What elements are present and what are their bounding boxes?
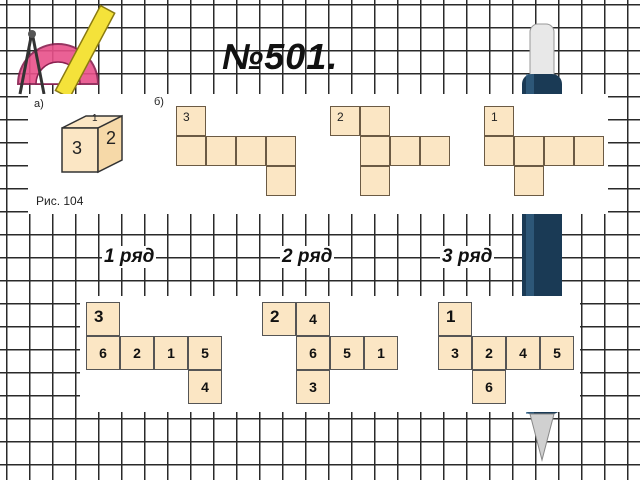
- ruler-icon: [54, 4, 116, 98]
- part-b-label: б): [154, 96, 164, 108]
- answer3-cell: 5: [540, 336, 574, 370]
- cube-right-number: 2: [106, 128, 117, 148]
- figure-caption: Рис. 104: [36, 194, 84, 208]
- cube-front-number: 3: [72, 138, 83, 158]
- net1-cell-marked: 3: [176, 106, 206, 136]
- net1-cell: [266, 136, 296, 166]
- net2-cell: [360, 106, 390, 136]
- cube-top-number: 1: [92, 113, 98, 124]
- net3-cell: [574, 136, 604, 166]
- answer1-cell: 6: [86, 336, 120, 370]
- answer1-cell-top: 3: [86, 302, 120, 336]
- answer3-cell: 3: [438, 336, 472, 370]
- net1-cell: [176, 136, 206, 166]
- answer1-cell: 1: [154, 336, 188, 370]
- answer3-cell: 2: [472, 336, 506, 370]
- answer1-cell-bottom: 4: [188, 370, 222, 404]
- part-a-label: а): [34, 98, 44, 110]
- answer3-cell: 4: [506, 336, 540, 370]
- answer2-cell: 6: [296, 336, 330, 370]
- net3-cell: [514, 166, 544, 196]
- answer1-cell: 5: [188, 336, 222, 370]
- page-title: №501.: [222, 36, 339, 77]
- answer2-cell-top-right: 4: [296, 302, 330, 336]
- net1-cell: [206, 136, 236, 166]
- answer1-cell: 2: [120, 336, 154, 370]
- answer2-cell: 1: [364, 336, 398, 370]
- row-label-1: 1 ряд: [102, 246, 157, 268]
- net1-cell: [266, 166, 296, 196]
- net2-cell: [390, 136, 420, 166]
- compass-icon: [18, 30, 46, 95]
- net1-cell: [236, 136, 266, 166]
- answer3-cell-bottom: 6: [472, 370, 506, 404]
- answer2-cell-top-left: 2: [262, 302, 296, 336]
- row-label-3: 3 ряд: [440, 246, 495, 268]
- net3-cell: [484, 136, 514, 166]
- net3-cell-marked: 1: [484, 106, 514, 136]
- figure-panel: а) 1 3 2 Рис. 104 б) 3 2 1: [28, 94, 608, 214]
- net2-cell: [360, 166, 390, 196]
- answer2-cell-bottom: 3: [296, 370, 330, 404]
- answer-panel: 3 6 2 1 5 4 2 4 6 5 1 3 1 3 2 4 5 6: [80, 296, 580, 412]
- net2-cell: [360, 136, 390, 166]
- answer3-cell-top: 1: [438, 302, 472, 336]
- net3-cell: [514, 136, 544, 166]
- net3-cell: [544, 136, 574, 166]
- cube-figure: [61, 114, 123, 174]
- net2-cell-marked: 2: [330, 106, 360, 136]
- net2-cell: [420, 136, 450, 166]
- row-label-2: 2 ряд: [280, 246, 335, 268]
- answer2-cell: 5: [330, 336, 364, 370]
